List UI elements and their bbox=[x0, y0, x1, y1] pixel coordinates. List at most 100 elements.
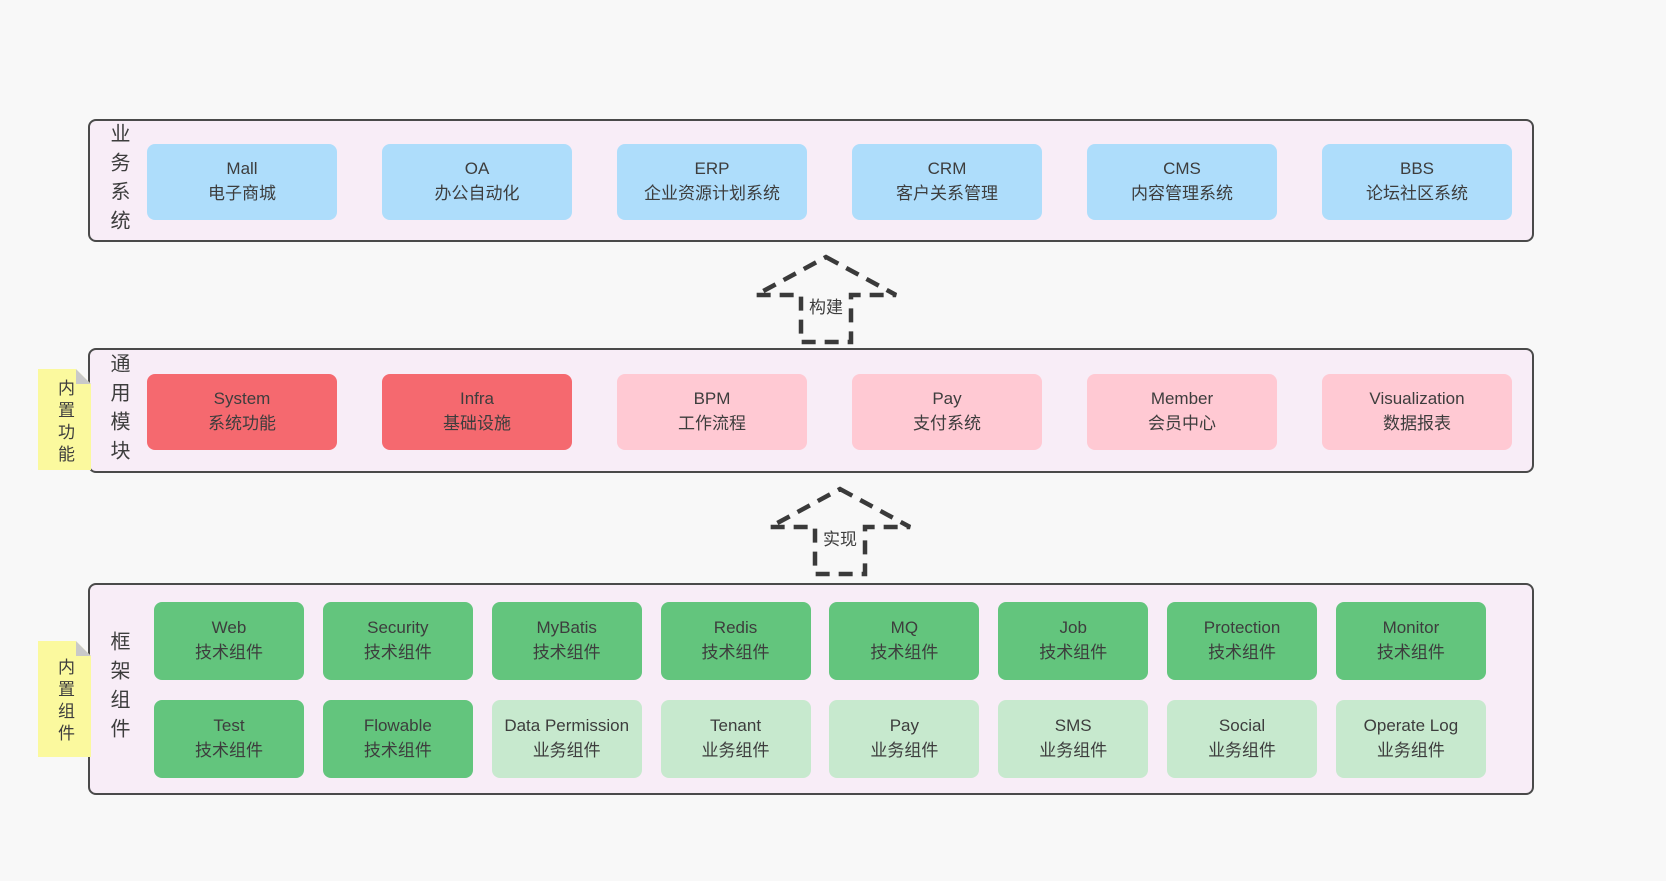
box-pay-system: Pay 支付系统 bbox=[852, 374, 1042, 450]
box-title: BPM bbox=[693, 389, 731, 409]
box-title: Pay bbox=[889, 716, 920, 736]
box-mall: Mall 电子商城 bbox=[147, 144, 337, 220]
box-subtitle: 电子商城 bbox=[208, 184, 276, 203]
box-redis: Redis 技术组件 bbox=[660, 602, 811, 680]
box-subtitle: 技术组件 bbox=[532, 643, 601, 662]
box-subtitle: 数据报表 bbox=[1383, 414, 1451, 433]
box-subtitle: 论坛社区系统 bbox=[1366, 184, 1468, 203]
sticky-note-text: 内置功能 bbox=[55, 378, 74, 467]
box-data-permission: Data Permission 业务组件 bbox=[491, 700, 642, 778]
box-subtitle: 技术组件 bbox=[363, 741, 432, 760]
box-subtitle: 会员中心 bbox=[1148, 414, 1216, 433]
box-cms: CMS 内容管理系统 bbox=[1087, 144, 1277, 220]
box-operate-log: Operate Log 业务组件 bbox=[1335, 700, 1486, 778]
box-subtitle: 业务组件 bbox=[1208, 741, 1277, 760]
box-title: Mall bbox=[226, 159, 258, 179]
box-protection: Protection 技术组件 bbox=[1167, 602, 1318, 680]
box-test: Test 技术组件 bbox=[154, 700, 304, 778]
box-infra: Infra 基础设施 bbox=[382, 374, 572, 450]
box-title: System bbox=[213, 389, 271, 409]
box-bbs: BBS 论坛社区系统 bbox=[1322, 144, 1512, 220]
components-box-row-2: Test 技术组件 Flowable 技术组件 Data Permission … bbox=[154, 700, 1486, 778]
box-title: Visualization bbox=[1369, 389, 1465, 409]
sticky-note-text: 内置组件 bbox=[55, 658, 74, 746]
box-sms: SMS 业务组件 bbox=[998, 700, 1149, 778]
implement-arrow-label: 实现 bbox=[820, 525, 860, 550]
box-subtitle: 内容管理系统 bbox=[1131, 184, 1233, 203]
implement-arrow: 实现 bbox=[760, 484, 920, 578]
box-title: Social bbox=[1218, 716, 1266, 736]
box-title: CMS bbox=[1163, 159, 1201, 179]
box-flowable: Flowable 技术组件 bbox=[322, 700, 473, 778]
box-monitor: Monitor 技术组件 bbox=[1335, 602, 1486, 680]
box-subtitle: 支付系统 bbox=[913, 414, 981, 433]
box-title: Monitor bbox=[1382, 618, 1440, 638]
box-title: Tenant bbox=[710, 716, 762, 736]
box-subtitle: 业务组件 bbox=[701, 741, 770, 760]
box-title: MyBatis bbox=[536, 618, 597, 638]
box-web: Web 技术组件 bbox=[154, 602, 304, 680]
box-subtitle: 办公自动化 bbox=[434, 184, 520, 203]
box-title: Web bbox=[211, 618, 247, 638]
layer-business-side-label: 业务系统 bbox=[107, 122, 129, 239]
box-title: Protection bbox=[1203, 618, 1281, 638]
box-title: Test bbox=[213, 716, 245, 736]
box-bpm: BPM 工作流程 bbox=[617, 374, 807, 450]
box-subtitle: 工作流程 bbox=[678, 414, 746, 433]
box-title: Pay bbox=[932, 389, 962, 409]
box-subtitle: 业务组件 bbox=[1039, 741, 1108, 760]
box-subtitle: 业务组件 bbox=[1376, 741, 1445, 760]
box-subtitle: 技术组件 bbox=[195, 643, 263, 662]
box-security: Security 技术组件 bbox=[322, 602, 473, 680]
box-subtitle: 业务组件 bbox=[870, 741, 939, 760]
box-subtitle: 技术组件 bbox=[1039, 643, 1108, 662]
build-arrow-label: 构建 bbox=[806, 293, 846, 318]
sticky-note-built-in-features: 内置功能 bbox=[38, 369, 91, 470]
layer-modules-side-label: 通用模块 bbox=[107, 352, 129, 469]
box-mq: MQ 技术组件 bbox=[829, 602, 980, 680]
box-mybatis: MyBatis 技术组件 bbox=[491, 602, 642, 680]
box-title: Data Permission bbox=[504, 716, 630, 736]
components-box-row-1: Web 技术组件 Security 技术组件 MyBatis 技术组件 Redi… bbox=[154, 602, 1486, 680]
box-subtitle: 技术组件 bbox=[1208, 643, 1277, 662]
box-title: CRM bbox=[927, 159, 967, 179]
box-job: Job 技术组件 bbox=[998, 602, 1149, 680]
layer-framework-components: 框架组件 Web 技术组件 Security 技术组件 MyBatis 技术组件… bbox=[88, 583, 1534, 795]
layer-components-side-label: 框架组件 bbox=[107, 631, 129, 747]
box-title: Member bbox=[1150, 389, 1214, 409]
sticky-note-built-in-components: 内置组件 bbox=[38, 641, 91, 757]
layer-business-systems: 业务系统 Mall 电子商城 OA 办公自动化 ERP 企业资源计划系统 CRM… bbox=[88, 119, 1534, 242]
box-title: Job bbox=[1059, 618, 1087, 638]
box-title: Security bbox=[367, 618, 429, 638]
box-title: MQ bbox=[890, 618, 919, 638]
box-subtitle: 系统功能 bbox=[208, 414, 276, 433]
box-title: OA bbox=[464, 159, 490, 179]
box-subtitle: 技术组件 bbox=[195, 741, 263, 760]
box-erp: ERP 企业资源计划系统 bbox=[617, 144, 807, 220]
box-tenant: Tenant 业务组件 bbox=[660, 700, 811, 778]
box-title: Operate Log bbox=[1363, 716, 1459, 736]
dashed-up-arrow-icon bbox=[768, 486, 912, 577]
box-subtitle: 企业资源计划系统 bbox=[644, 184, 780, 203]
box-title: Redis bbox=[713, 618, 758, 638]
box-visualization: Visualization 数据报表 bbox=[1322, 374, 1512, 450]
box-subtitle: 技术组件 bbox=[701, 643, 770, 662]
modules-box-row: System 系统功能 Infra 基础设施 BPM 工作流程 Pay 支付系统… bbox=[147, 374, 1512, 450]
layer-common-modules: 通用模块 System 系统功能 Infra 基础设施 BPM 工作流程 Pay… bbox=[88, 348, 1534, 473]
box-social: Social 业务组件 bbox=[1167, 700, 1318, 778]
box-title: Flowable bbox=[363, 716, 432, 736]
box-subtitle: 技术组件 bbox=[1376, 643, 1445, 662]
box-system: System 系统功能 bbox=[147, 374, 337, 450]
box-subtitle: 客户关系管理 bbox=[896, 184, 998, 203]
box-title: SMS bbox=[1054, 716, 1092, 736]
box-title: Infra bbox=[459, 389, 495, 409]
box-title: ERP bbox=[694, 159, 730, 179]
box-subtitle: 业务组件 bbox=[532, 741, 601, 760]
box-title: BBS bbox=[1399, 159, 1435, 179]
business-box-row: Mall 电子商城 OA 办公自动化 ERP 企业资源计划系统 CRM 客户关系… bbox=[147, 144, 1512, 220]
dashed-up-arrow-icon bbox=[754, 254, 898, 345]
build-arrow: 构建 bbox=[746, 252, 906, 346]
box-crm: CRM 客户关系管理 bbox=[852, 144, 1042, 220]
box-subtitle: 技术组件 bbox=[363, 643, 432, 662]
box-pay-component: Pay 业务组件 bbox=[829, 700, 980, 778]
